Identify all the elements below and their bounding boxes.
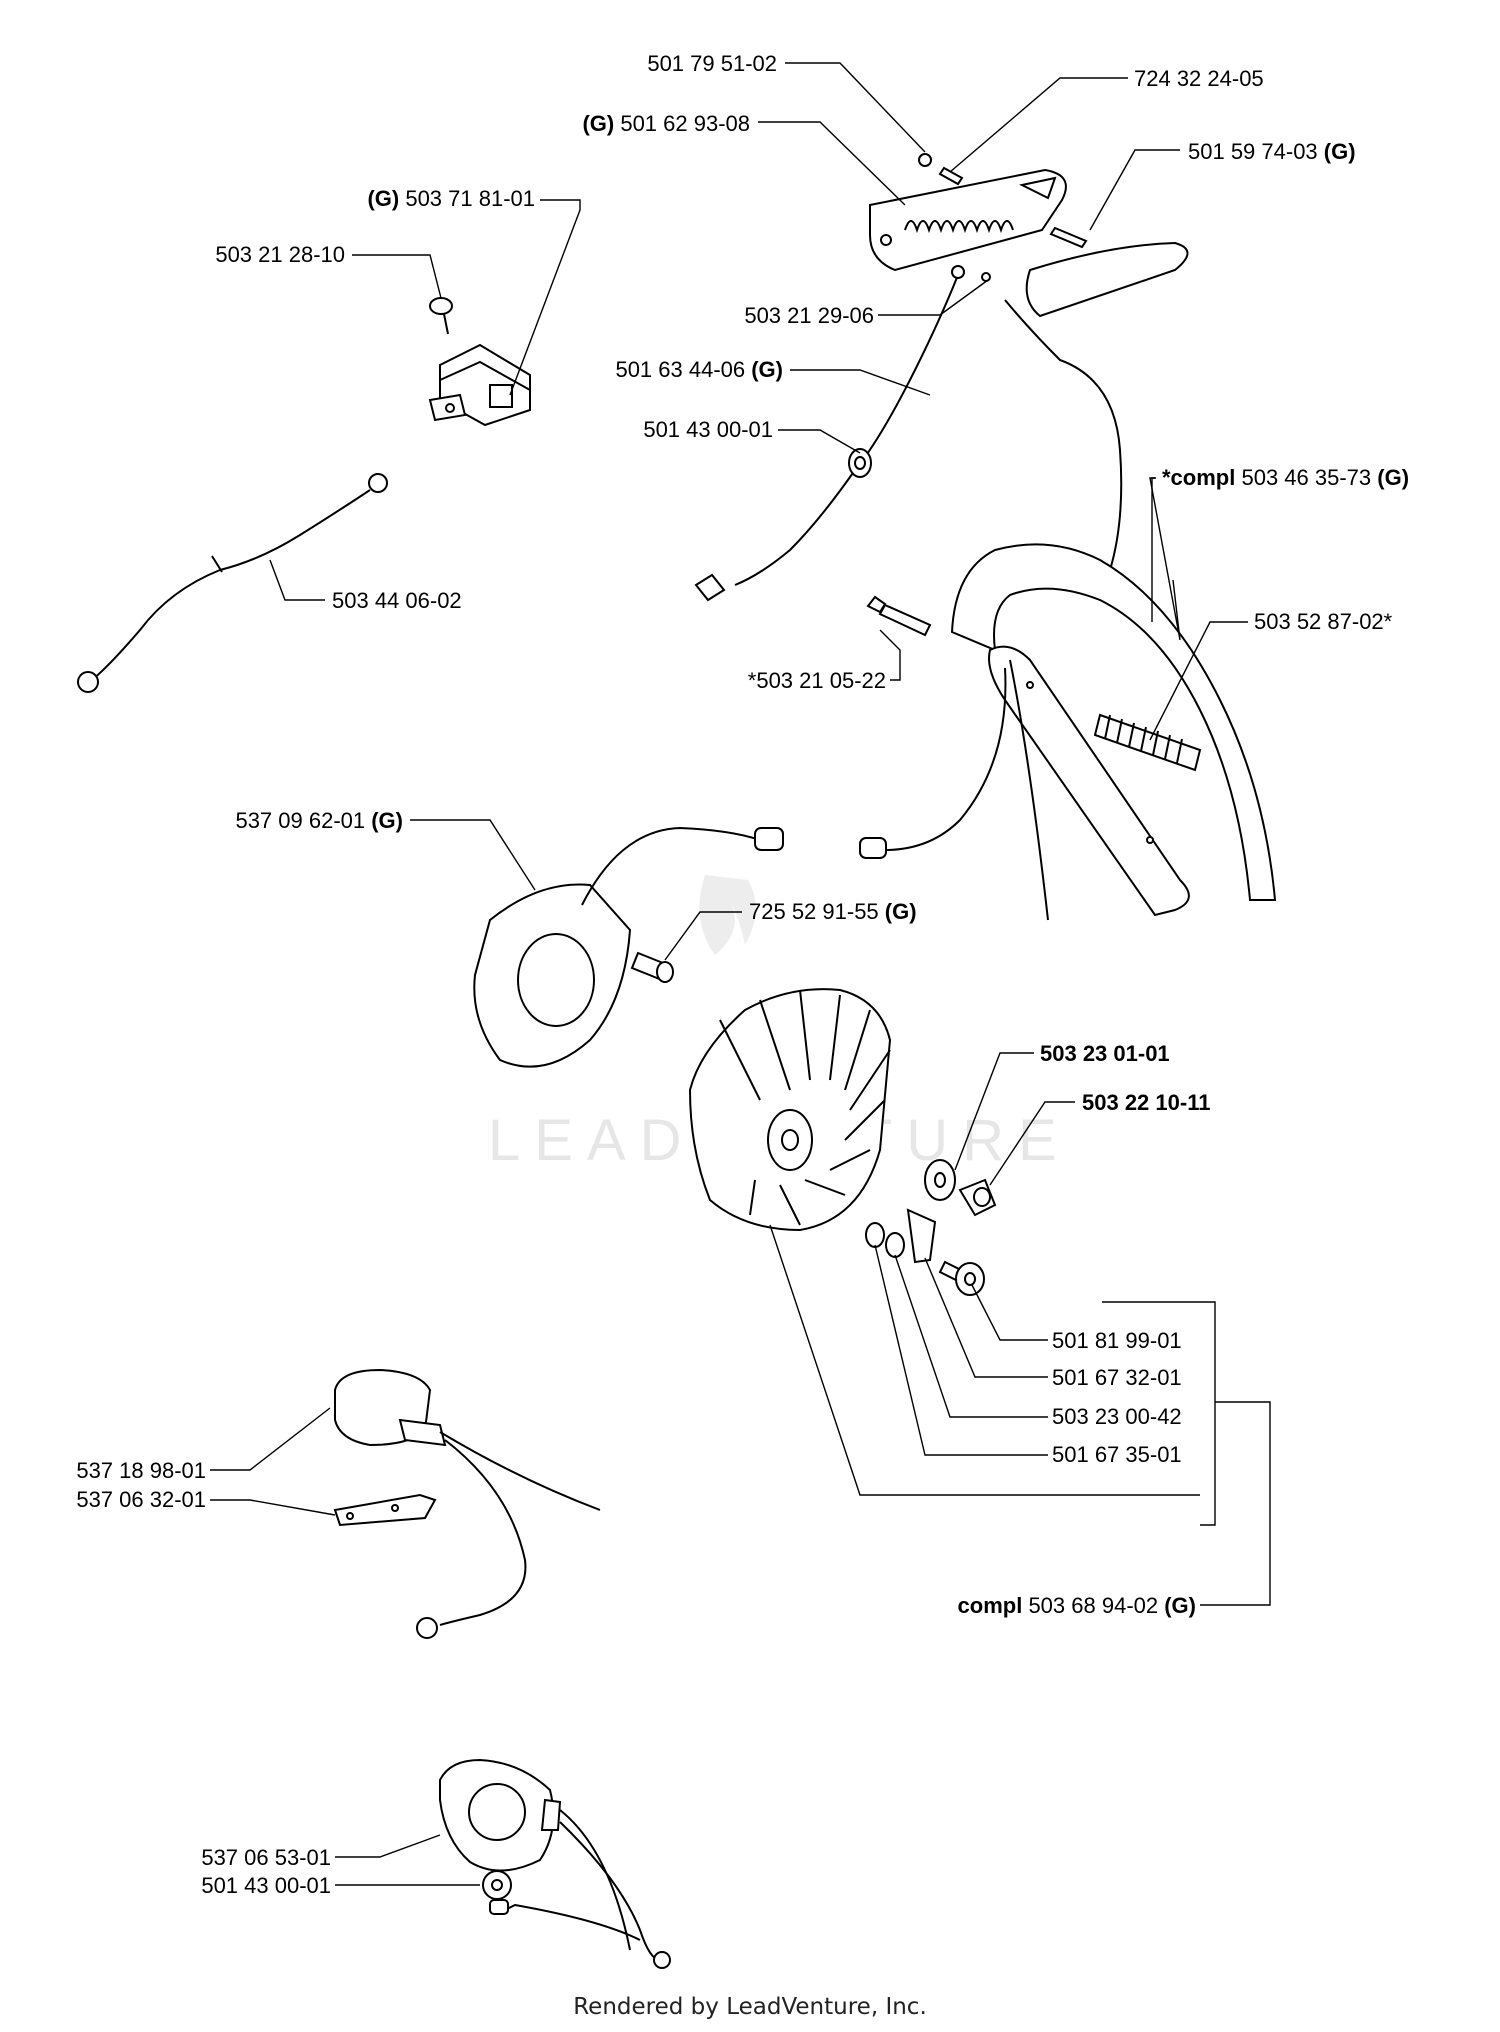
cover-plate-part (1025, 241, 1189, 318)
small-nut-part (918, 153, 932, 167)
ground-lead-part (77, 473, 388, 693)
handle-bar-part (950, 543, 1277, 917)
part-label: 501 43 00-01 (643, 417, 773, 442)
switch-screw-part (429, 297, 453, 335)
flywheel-part (688, 988, 892, 1232)
part-label: 537 06 32-01 (76, 1487, 206, 1512)
part-label: 501 59 74-03 (G) (1188, 139, 1356, 164)
pawl-screw-part (938, 1260, 985, 1296)
small-washer-part (865, 1222, 885, 1248)
spacer-part (885, 1232, 905, 1258)
part-labels: 501 79 51-02 724 32 24-05 (G) 501 62 93-… (76, 51, 1409, 1898)
handle-screw-part (866, 595, 932, 637)
small-screw-part (981, 272, 991, 282)
washer-part (924, 1159, 956, 1201)
part-label: 501 67 35-01 (1052, 1442, 1182, 1467)
spring-part (1093, 713, 1202, 772)
leader-lines (210, 62, 1271, 1886)
part-label: 725 52 91-55 (G) (749, 899, 917, 924)
pawl-part (906, 1208, 937, 1264)
part-label: *503 21 05-22 (748, 668, 886, 693)
vibration-plate-part (869, 168, 1067, 272)
part-label: 503 23 01-01 (1040, 1041, 1170, 1066)
ground-wire-part (1004, 299, 1123, 571)
footer-credit: Rendered by LeadVenture, Inc. (573, 1994, 927, 2020)
grommet-part (848, 448, 872, 478)
gasket-wire-part (439, 1758, 671, 1969)
module-screw-part (630, 951, 674, 983)
part-label: 537 06 53-01 (201, 1845, 331, 1870)
part-label: 503 21 29-06 (744, 303, 874, 328)
nut-part (958, 1178, 997, 1217)
part-label: 537 18 98-01 (76, 1458, 206, 1483)
connector-wire-part (859, 667, 1007, 859)
part-label: 503 23 00-42 (1052, 1404, 1182, 1429)
part-label: 501 43 00-01 (201, 1873, 331, 1898)
part-label: 537 09 62-01 (G) (235, 808, 403, 833)
part-label: 501 79 51-02 (647, 51, 777, 76)
part-label: 724 32 24-05 (1134, 66, 1264, 91)
part-label: 503 44 06-02 (332, 588, 462, 613)
part-label: (G) 503 71 81-01 (367, 186, 535, 211)
ignition-module-part (473, 826, 784, 1068)
part-label: *compl 503 46 35-73 (G) (1162, 465, 1409, 490)
ignition-coil-part (334, 1368, 601, 1639)
bottom-grommet-part (482, 1870, 512, 1900)
throttle-rod-part (1009, 659, 1049, 921)
plate-screw-part (938, 166, 964, 186)
part-label: (G) 501 62 93-08 (582, 111, 750, 136)
part-label: 501 67 32-01 (1052, 1365, 1182, 1390)
part-label: 503 21 28-10 (215, 242, 345, 267)
part-label: compl 503 68 94-02 (G) (958, 1593, 1196, 1618)
part-label: 503 52 87-02* (1254, 609, 1393, 634)
stop-switch-part (428, 343, 531, 427)
part-label: 503 22 10-11 (1082, 1090, 1210, 1115)
part-label: 501 63 44-06 (G) (615, 357, 783, 382)
part-label: 501 81 99-01 (1052, 1328, 1182, 1353)
pin-part (1049, 226, 1088, 249)
mounting-bracket-part (333, 1493, 437, 1527)
